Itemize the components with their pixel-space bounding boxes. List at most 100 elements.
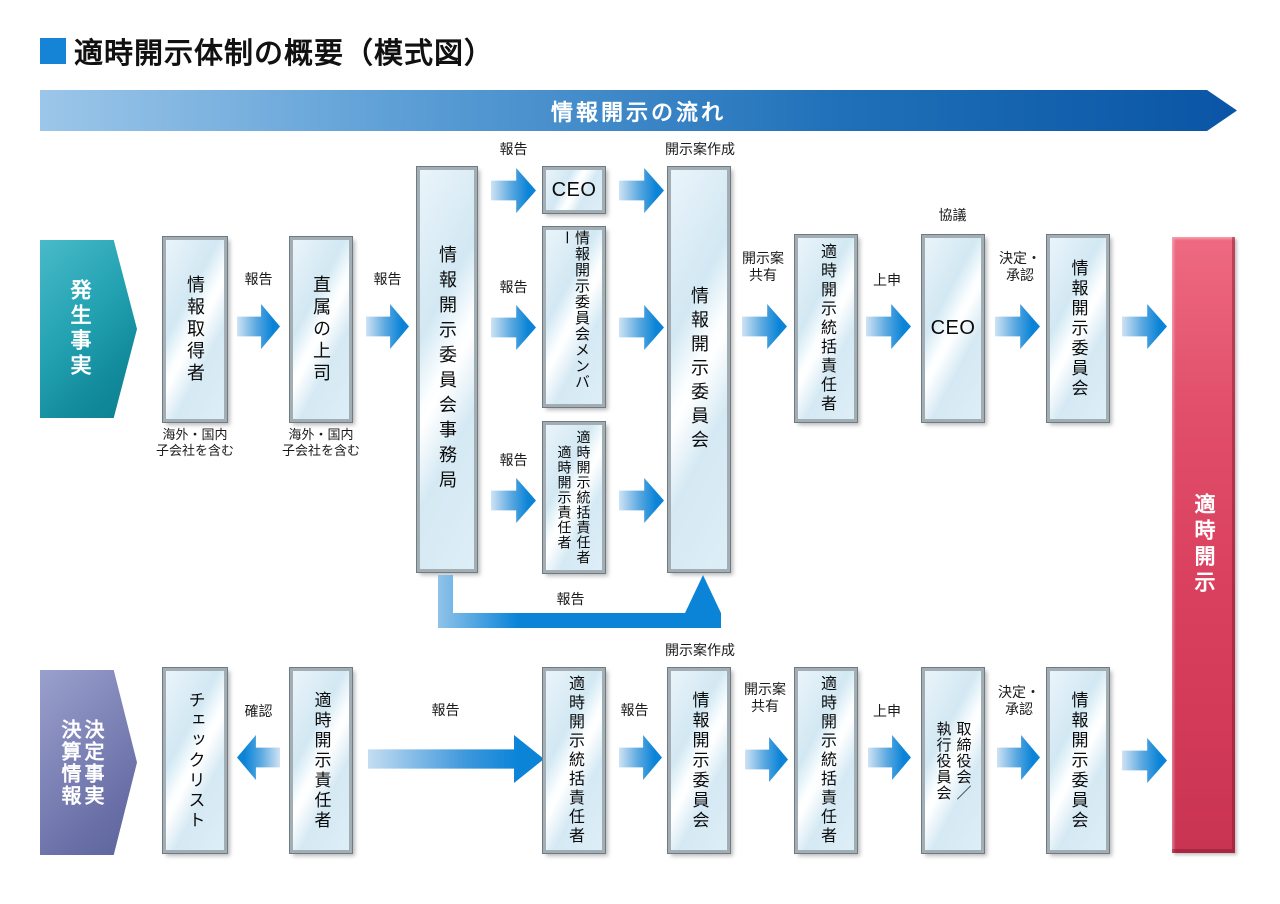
arrow-draft-share-bottom xyxy=(745,737,788,782)
label-consult: 協議 xyxy=(938,207,967,223)
result-timely-disclosure: 適時開示 xyxy=(1172,237,1235,853)
box-disclosure-committee2-top: 情報開示委員会 xyxy=(1047,235,1109,422)
box-disclosure-controller1-bottom-label: 適時開示統括責任者 xyxy=(566,675,583,846)
arrow-members-to-committee xyxy=(619,305,664,350)
label-report-L: 報告 xyxy=(556,591,585,607)
box-ceo-top: CEO xyxy=(543,167,605,213)
box-disclosure-manager-bottom-label: 適時開示責任者 xyxy=(311,690,331,831)
arrow-report-1 xyxy=(237,304,280,349)
result-timely-disclosure-label: 適時開示 xyxy=(1192,493,1215,597)
box-disclosure-committee1-bottom-label: 情報開示委員会 xyxy=(689,690,709,831)
arrow-submit-bottom xyxy=(868,735,911,780)
arrow-report-5 xyxy=(491,478,536,523)
title-square-icon xyxy=(40,38,66,64)
source-decided-facts: 決定事実 決算情報 xyxy=(40,670,137,855)
label-draft-create-bottom: 開示案作成 xyxy=(665,642,735,658)
arrow-report-long xyxy=(368,735,544,783)
note-line: 海外・国内 xyxy=(162,427,228,442)
box-disclosure-managers: 適時開示統括責任者 適時開示責任者 xyxy=(543,422,605,573)
box-disclosure-controller2-bottom-label: 適時開示統括責任者 xyxy=(818,675,835,846)
box-disclosure-controller2-bottom: 適時開示統括責任者 xyxy=(795,668,857,853)
box-disclosure-committee2-top-label: 情報開示委員会 xyxy=(1068,258,1088,399)
source-decided-facts-labels: 決定事実 決算情報 xyxy=(58,718,103,807)
label-draft-share-top: 開示案 共有 xyxy=(723,250,803,284)
arrow-report-L-shape xyxy=(438,575,721,628)
label-draft-create-top: 開示案作成 xyxy=(665,141,735,157)
label-decide-top: 決定・ 承認 xyxy=(980,250,1060,284)
arrow-submit-top xyxy=(866,304,911,349)
label-report-3: 報告 xyxy=(499,141,528,157)
box-disclosure-committee1-bottom: 情報開示委員会 xyxy=(668,668,730,853)
arrow-to-result-top xyxy=(1122,304,1167,349)
source-occurred-facts-label: 発生事実 xyxy=(68,279,91,379)
page-title: 適時開示体制の概要（模式図） xyxy=(40,30,494,72)
box-checklist: チェックリスト xyxy=(163,668,227,853)
label-line: 開示案 xyxy=(744,681,786,697)
box-committee-members-label: 情報開示委員会メンバー xyxy=(558,230,590,390)
flow-banner-arrow: 情報開示の流れ xyxy=(40,90,1237,131)
box-info-acquirer: 情報取得者 xyxy=(163,237,227,422)
label-line: 決定・ xyxy=(999,250,1041,266)
arrow-report-3 xyxy=(491,168,536,213)
box-disclosure-committee2-bottom-label: 情報開示委員会 xyxy=(1068,690,1088,831)
box-direct-boss-label: 直属の上司 xyxy=(311,274,331,385)
arrow-decide-top xyxy=(995,304,1040,349)
box-committee-members: 情報開示委員会メンバー xyxy=(543,227,605,407)
box-managers-left-label: 適時開示責任者 xyxy=(556,445,573,550)
arrow-draft-share-top xyxy=(742,304,787,349)
label-line: 共有 xyxy=(749,267,777,283)
arrow-report-4 xyxy=(491,305,536,350)
box-disclosure-controller-top-label: 適時開示統括責任者 xyxy=(818,243,835,414)
box-disclosure-committee-top-label: 情報開示委員会 xyxy=(689,285,709,454)
box-board-left-label: 執行役員会 xyxy=(934,720,952,801)
arrow-decide-bottom xyxy=(997,735,1040,780)
label-submit-bottom: 上申 xyxy=(873,703,901,719)
arrow-ceo-to-committee xyxy=(619,168,664,213)
arrow-managers-to-committee xyxy=(619,478,664,523)
note-subsidiaries-2: 海外・国内 子会社を含む xyxy=(256,427,386,459)
box-board-executive: 取締役会／ 執行役員会 xyxy=(922,668,984,853)
note-line: 子会社を含む xyxy=(281,443,360,458)
box-info-acquirer-label: 情報取得者 xyxy=(185,274,205,385)
label-report-2: 報告 xyxy=(373,271,402,287)
note-line: 海外・国内 xyxy=(288,427,354,442)
label-report-1: 報告 xyxy=(244,271,273,287)
box-board-right-label: 取締役会／ xyxy=(954,720,972,801)
label-line: 決定・ xyxy=(998,684,1040,700)
label-report-bottom-1: 報告 xyxy=(431,702,460,718)
label-submit-top: 上申 xyxy=(873,272,901,288)
label-report-5: 報告 xyxy=(499,452,528,468)
box-disclosure-controller1-bottom: 適時開示統括責任者 xyxy=(543,668,605,853)
label-line: 承認 xyxy=(1006,267,1034,283)
note-subsidiaries-1: 海外・国内 子会社を含む xyxy=(130,427,260,459)
source-occurred-facts: 発生事実 xyxy=(40,240,137,418)
box-disclosure-committee-top: 情報開示委員会 xyxy=(668,167,730,572)
source-decided-facts-left: 決算情報 xyxy=(58,718,80,807)
label-decide-bottom: 決定・ 承認 xyxy=(978,684,1060,718)
label-line: 共有 xyxy=(751,698,779,714)
label-line: 開示案 xyxy=(742,250,784,266)
label-draft-share-bottom: 開示案 共有 xyxy=(725,681,805,715)
box-direct-boss: 直属の上司 xyxy=(290,237,352,422)
arrow-to-result-bottom xyxy=(1122,738,1167,783)
box-checklist-label: チェックリスト xyxy=(185,690,205,831)
arrow-report-2 xyxy=(366,304,409,349)
label-confirm: 確認 xyxy=(244,703,273,719)
flow-banner-label: 情報開示の流れ xyxy=(550,99,726,125)
box-disclosure-committee2-bottom: 情報開示委員会 xyxy=(1047,668,1109,853)
arrow-report-bottom-2 xyxy=(619,735,662,780)
arrow-confirm-left xyxy=(237,735,280,780)
box-disclosure-committee-secretariat: 情報開示委員会事務局 xyxy=(417,167,477,572)
label-line: 承認 xyxy=(1005,701,1033,717)
box-ceo-right: CEO xyxy=(922,235,984,422)
box-disclosure-manager-bottom: 適時開示責任者 xyxy=(290,668,352,853)
label-report-4: 報告 xyxy=(499,279,528,295)
page-title-text: 適時開示体制の概要（模式図） xyxy=(74,38,495,70)
box-ceo-top-label: CEO xyxy=(551,178,597,201)
box-secretariat-label: 情報開示委員会事務局 xyxy=(437,244,457,495)
box-ceo-right-label: CEO xyxy=(930,317,976,339)
box-managers-right-label: 適時開示統括責任者 xyxy=(575,430,592,565)
source-decided-facts-right: 決定事実 xyxy=(81,718,103,807)
box-disclosure-controller-top: 適時開示統括責任者 xyxy=(795,235,857,422)
